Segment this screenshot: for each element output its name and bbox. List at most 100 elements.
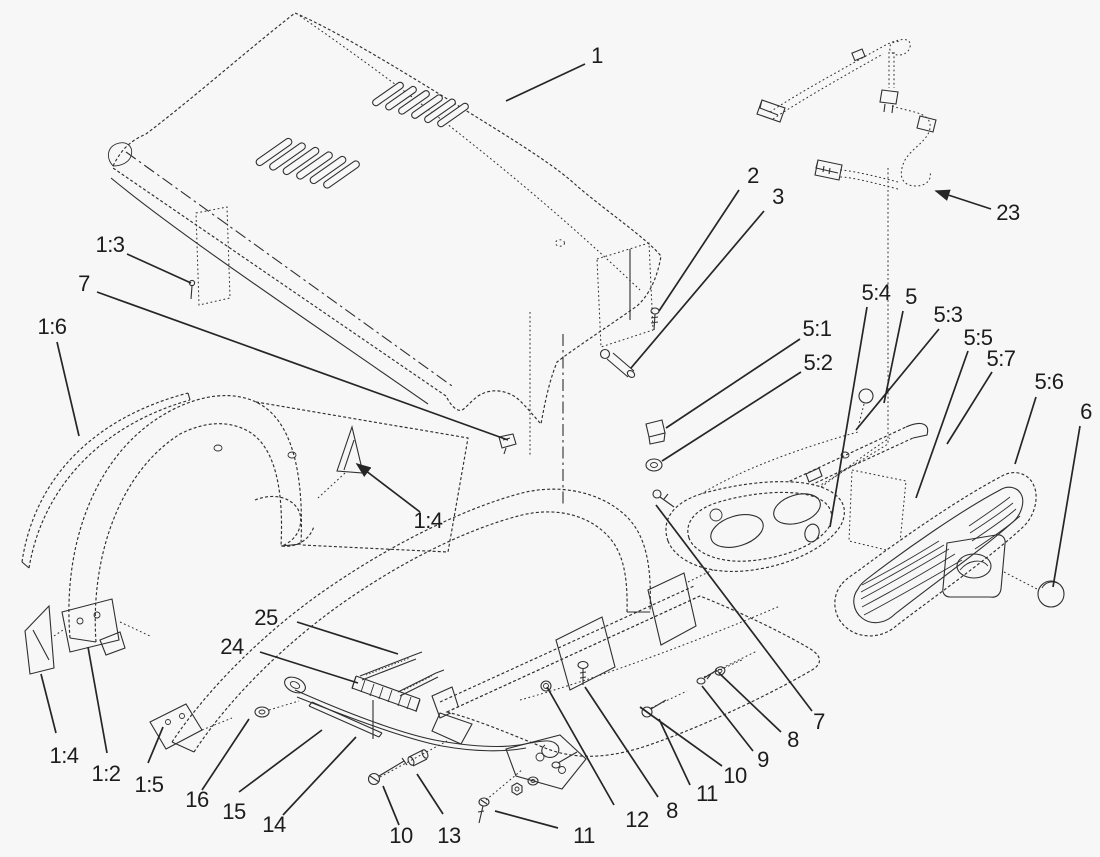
washer	[254, 706, 270, 718]
leader-line-5-1	[665, 338, 801, 429]
callout-label-1-4a: 1:4	[413, 508, 442, 533]
leader-line-5-6	[1014, 396, 1037, 465]
harness-wire-s	[891, 105, 931, 187]
callout-label-12: 12	[625, 807, 649, 832]
fender-center-panel	[213, 401, 469, 553]
headlight-shell-line-2	[820, 437, 891, 488]
fender-bracket	[61, 598, 126, 656]
headlight-bushing	[645, 458, 663, 472]
hood-vents-front	[255, 137, 360, 189]
harness-drop	[888, 52, 895, 88]
harness-connector-right	[916, 115, 937, 133]
leader-line-1-2	[87, 646, 108, 754]
callout-label-6: 6	[1080, 399, 1092, 424]
leader-line-5-3	[855, 328, 940, 431]
hinge-screw	[650, 307, 660, 331]
harness-plug	[814, 159, 843, 181]
leader-line-11b	[658, 718, 691, 786]
latch-link	[308, 701, 383, 738]
leader-line-7a	[96, 291, 509, 441]
callout-label-14: 14	[262, 812, 286, 837]
callout-label-5-2: 5:2	[803, 350, 832, 375]
callout-label-5: 5	[905, 284, 917, 309]
callout-label-5-4: 5:4	[861, 280, 890, 305]
callout-label-1-2: 1:2	[91, 761, 120, 786]
leader-line-1-3	[126, 253, 192, 284]
callout-label-1-6: 1:6	[37, 314, 66, 339]
leader-line-15	[238, 729, 323, 793]
latch-hardware	[254, 651, 560, 786]
hood-side-panel	[195, 206, 231, 306]
frame-flange-2	[647, 572, 697, 646]
callout-label-7a: 7	[78, 271, 90, 296]
harness-wire-left-run	[837, 169, 899, 190]
leader-line-5-7	[946, 371, 993, 445]
leader-line-1-4b	[40, 673, 57, 734]
fender-assembly-links	[53, 472, 346, 731]
hood-hinge-hardware	[529, 239, 660, 504]
clip-bolt	[652, 489, 675, 508]
callout-label-15: 15	[222, 799, 246, 824]
callout-label-5-1: 5:1	[802, 316, 831, 341]
leader-line-1-5	[147, 726, 164, 764]
leader-line-2	[658, 189, 740, 312]
headlight-rail-hook	[905, 423, 929, 439]
hood-surface-line	[299, 15, 641, 291]
leader-line-5	[883, 310, 904, 404]
callout-label-1-4b: 1:4	[49, 743, 78, 768]
leader-line-10b	[639, 706, 723, 767]
leader-line-3	[630, 210, 765, 369]
fender-gusset	[336, 425, 364, 474]
harness-clip	[851, 48, 866, 62]
leader-line-16	[201, 718, 250, 791]
hinge-bracket-outline	[596, 242, 654, 348]
leader-line-5-4	[829, 306, 868, 528]
washer-small	[527, 776, 539, 786]
emblem-knob	[1037, 580, 1065, 608]
callout-label-8b: 8	[787, 727, 799, 752]
grille-slats-left	[860, 540, 963, 616]
callout-label-5-7: 5:7	[986, 346, 1015, 371]
callout-label-1-3: 1:3	[95, 232, 124, 257]
leader-line-8a	[584, 686, 659, 798]
callout-label-1-5: 1:5	[134, 772, 163, 797]
leader-line-1	[505, 63, 586, 102]
headlight-bezel-inner	[687, 491, 833, 562]
headlight-mount-oval	[804, 523, 820, 543]
lower-support-frame	[379, 548, 821, 824]
callout-label-5-5: 5:5	[963, 325, 992, 350]
frame-flange-1	[555, 616, 616, 691]
projection-line-harness	[769, 168, 889, 517]
hood-vents-rear	[372, 81, 469, 128]
callout-label-1: 1	[591, 43, 603, 68]
fender-trim-strip	[21, 392, 191, 569]
latch-rod-threaded	[359, 651, 445, 697]
leader-line-5-5	[915, 350, 969, 499]
headlight-bulb	[857, 388, 874, 429]
callout-label-7b: 7	[813, 709, 825, 734]
bolt-diagonal	[551, 751, 578, 769]
headlight-lens-2	[773, 493, 821, 525]
leader-line-7b	[655, 504, 813, 712]
callout-label-16: 16	[185, 787, 209, 812]
latch-spring	[351, 675, 421, 713]
callout-label-24: 24	[220, 634, 244, 659]
hood-corner-curl	[108, 142, 133, 167]
leader-line-13	[416, 773, 444, 815]
callout-label-2: 2	[747, 163, 759, 188]
leader-line-10a	[382, 785, 400, 826]
callout-label-10a: 10	[389, 823, 413, 848]
carriage-bolt	[367, 757, 408, 786]
leader-line-6	[1052, 425, 1081, 588]
callout-label-23: 23	[996, 200, 1020, 225]
leader-line-14	[282, 736, 357, 816]
grille-bezel	[834, 472, 1037, 637]
hex-nut	[511, 782, 523, 796]
callout-label-11b: 11	[696, 781, 718, 806]
frame-lower-bracket	[505, 734, 587, 790]
screw	[477, 797, 490, 824]
callout-label-11a: 11	[573, 823, 595, 848]
headlight-grommet	[645, 419, 666, 445]
